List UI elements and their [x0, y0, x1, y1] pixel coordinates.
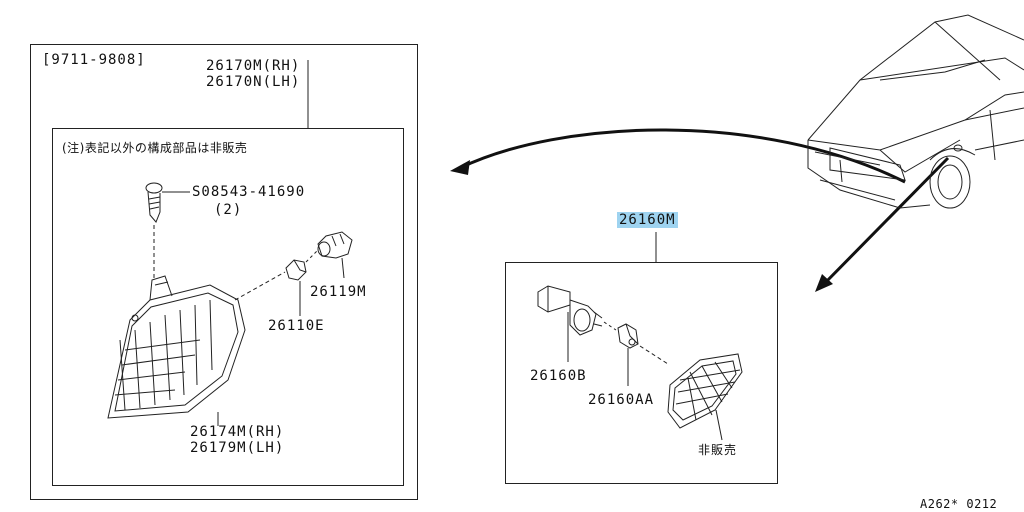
- bulb-part-number: 26110E: [268, 318, 325, 334]
- not-sold-label: 非販売: [698, 443, 738, 457]
- parts-note: (注)表記以外の構成部品は非販売: [62, 141, 248, 155]
- arrow-to-side-marker: [820, 156, 950, 288]
- bulb-icon: [285, 259, 307, 281]
- marker-socket-part-number: 26160B: [530, 368, 587, 384]
- assembly-part-rh: 26170M(RH): [206, 58, 301, 74]
- marker-assembly-part-number[interactable]: 26160M: [617, 212, 678, 228]
- marker-bulb-part-number: 26160AA: [588, 392, 655, 408]
- marker-bulb-icon: [617, 323, 639, 349]
- arrow-head-down: [815, 274, 833, 292]
- screw-part-number: S08543-41690: [192, 184, 306, 200]
- date-range: [9711-9808]: [42, 52, 146, 68]
- marker-socket-icon: [537, 285, 603, 336]
- socket-icon: [317, 231, 353, 259]
- assembly-part-lh: 26170N(LH): [206, 74, 301, 90]
- left-panel-inner: [52, 128, 404, 486]
- left-panel-outer: [30, 44, 418, 500]
- diagram-code: A262* 0212: [920, 497, 998, 511]
- lamp-part-rh: 26174M(RH): [190, 424, 285, 440]
- arrow-head-left: [450, 160, 470, 175]
- car-illustration: [807, 14, 1024, 209]
- arrow-to-front-lamp: [459, 128, 906, 184]
- lamp-part-lh: 26179M(LH): [190, 440, 285, 456]
- socket-part-number: 26119M: [310, 284, 367, 300]
- highlighted-part-number[interactable]: 26160M: [617, 212, 678, 228]
- screw-quantity: (2): [214, 202, 243, 218]
- side-marker-lamp: [667, 353, 743, 429]
- right-panel: [505, 262, 778, 484]
- front-combination-lamp: [107, 275, 246, 419]
- screw-icon: [145, 182, 190, 223]
